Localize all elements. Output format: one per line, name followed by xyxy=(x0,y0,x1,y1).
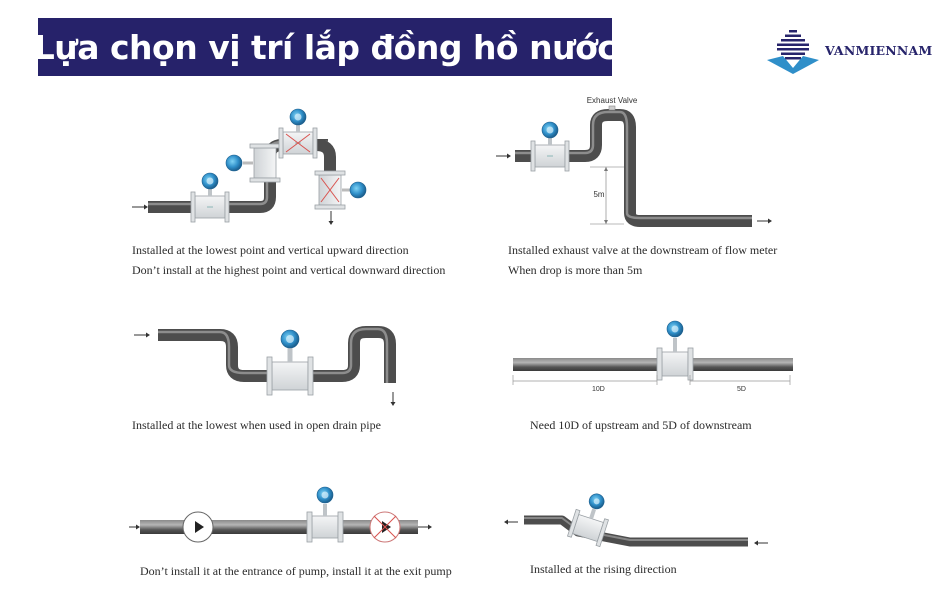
pipeline-diagram xyxy=(504,493,768,548)
flow-meter-icon xyxy=(190,172,230,223)
caption-line-1: Installed at the lowest when used in ope… xyxy=(132,418,381,432)
caption-line-2: Don’t install at the highest point and v… xyxy=(132,263,446,277)
caption-line-1: Don’t install it at the entrance of pump… xyxy=(140,564,452,578)
height-dimension: 5m xyxy=(590,166,624,225)
flow-arrow-right-icon xyxy=(496,153,511,159)
height-label: 5m xyxy=(593,190,604,199)
diagram-pump-position: Don’t install it at the entrance of pump… xyxy=(120,480,460,590)
logo-text: VANMIENNAM xyxy=(825,42,933,58)
upstream-label: 10D xyxy=(592,386,605,393)
caption-line-1: Need 10D of upstream and 5D of downstrea… xyxy=(530,418,752,432)
flow-arrow-right-icon xyxy=(129,524,140,530)
flow-arrow-right-icon xyxy=(132,204,148,210)
flow-arrow-left-icon xyxy=(754,540,768,546)
flow-arrow-right-icon xyxy=(134,332,150,338)
pipeline-diagram xyxy=(134,326,396,406)
exhaust-valve-icon xyxy=(608,105,616,111)
pipeline-diagram: Exhaust Valve 5m xyxy=(496,96,772,227)
pipeline-diagram xyxy=(132,108,367,225)
exhaust-valve-label: Exhaust Valve xyxy=(587,96,638,105)
brand-logo: VANMIENNAM xyxy=(765,22,945,78)
diagram-exhaust-valve: Exhaust Valve 5m Installed exhaust valve… xyxy=(490,95,800,285)
diagram-rising-direction: Installed at the rising direction xyxy=(490,480,790,590)
flow-meter-crossed-icon xyxy=(314,170,346,210)
caption-line-1: Installed at the rising direction xyxy=(530,562,677,576)
flow-meter-icon xyxy=(249,143,281,183)
pipeline-diagram xyxy=(129,486,432,543)
pump-icon xyxy=(182,511,214,543)
pipeline-diagram: 10D 5D xyxy=(512,320,793,393)
flow-arrow-left-icon xyxy=(504,519,518,525)
flow-meter-icon xyxy=(306,486,344,543)
flow-meter-icon xyxy=(656,320,694,381)
caption-line-2: When drop is more than 5m xyxy=(508,263,643,277)
flow-meter-icon xyxy=(567,493,609,548)
flow-meter-crossed-icon xyxy=(278,108,318,159)
flow-arrow-down-icon xyxy=(328,211,334,225)
diagram-lowest-point: Installed at the lowest point and vertic… xyxy=(120,95,445,285)
diagram-open-drain: Installed at the lowest when used in ope… xyxy=(120,310,420,440)
diamond-stripes-logo-icon xyxy=(767,26,819,74)
flow-meter-icon xyxy=(530,121,570,172)
page-title: Lựa chọn vị trí lắp đồng hồ nước xyxy=(33,27,617,67)
title-banner: Lựa chọn vị trí lắp đồng hồ nước xyxy=(34,18,617,76)
pump-crossed-icon xyxy=(369,511,401,543)
caption-line-1: Installed exhaust valve at the downstrea… xyxy=(508,243,778,257)
downstream-label: 5D xyxy=(737,386,746,393)
flow-arrow-down-icon xyxy=(390,392,396,406)
straight-run-dimensions xyxy=(512,375,791,385)
flow-arrow-right-icon xyxy=(757,218,772,224)
caption-line-1: Installed at the lowest point and vertic… xyxy=(132,243,409,257)
flow-arrow-right-icon xyxy=(418,524,432,530)
diagram-straight-run: 10D 5D Need 10D of upstream and 5D of do… xyxy=(500,305,800,435)
flow-meter-icon xyxy=(266,329,314,396)
